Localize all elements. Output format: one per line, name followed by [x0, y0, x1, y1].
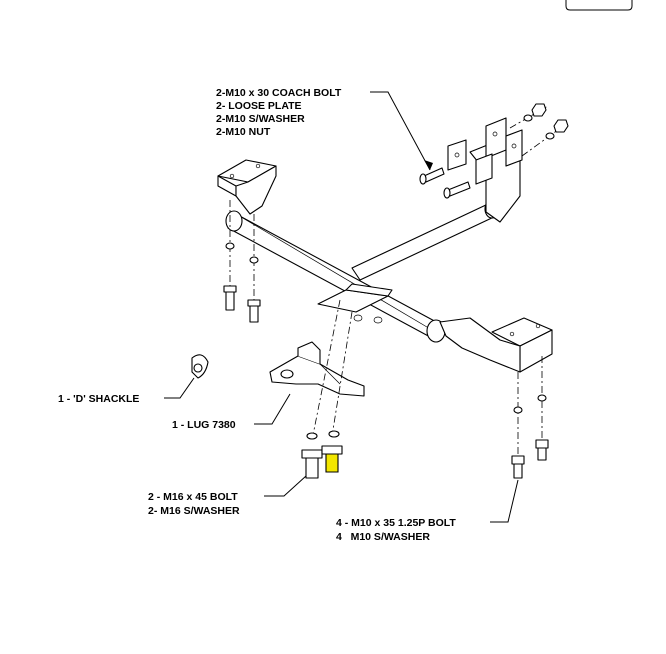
label-m10-2: 4 M10 S/WASHER [336, 531, 430, 543]
leader-lug [254, 393, 291, 425]
crossbar-tube [225, 210, 446, 343]
label-coach-bolt-3: 2-M10 S/WASHER [216, 113, 305, 125]
leader-m16 [264, 475, 307, 497]
left-bolts-washers [223, 242, 261, 323]
coach-bolts [419, 167, 471, 199]
leader-coach-bolt [370, 91, 431, 171]
leader-coach-bolt-arrow [424, 160, 433, 170]
label-shackle: 1 - 'D' SHACKLE [58, 393, 139, 405]
upper-mount-assembly [447, 117, 523, 223]
label-m16-2: 2- M16 S/WASHER [148, 505, 240, 517]
corner-frame [565, 0, 633, 11]
leader-shackle [164, 377, 195, 399]
centerline-lug-2 [311, 299, 341, 441]
m16-bolts-washers [301, 430, 343, 479]
leader-m10 [490, 479, 519, 523]
hitch-mount-plate [317, 283, 393, 324]
centerline-lug [331, 311, 353, 437]
left-bracket [217, 159, 277, 215]
right-bolts-washers [511, 394, 549, 479]
d-shackle [191, 354, 209, 379]
label-lug: 1 - LUG 7380 [172, 419, 236, 431]
label-m10-1: 4 - M10 x 35 1.25P BOLT [336, 517, 456, 529]
tow-lug [269, 341, 365, 397]
label-coach-bolt-4: 2-M10 NUT [216, 126, 271, 138]
drawbar-tube [351, 199, 500, 281]
label-coach-bolt-2: 2- LOOSE PLATE [216, 100, 302, 112]
upper-nuts-washers [509, 103, 569, 157]
label-coach-bolt-1: 2-M10 x 30 COACH BOLT [216, 87, 342, 99]
right-bracket [439, 317, 553, 373]
label-m16-1: 2 - M16 x 45 BOLT [148, 491, 238, 503]
